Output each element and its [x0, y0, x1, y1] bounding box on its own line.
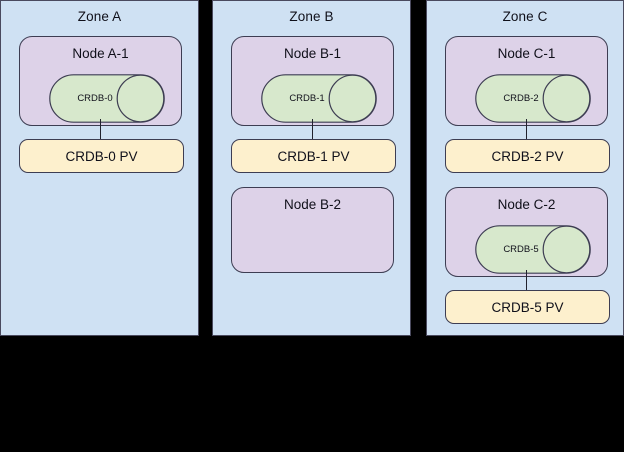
pv-label-crdb-5: CRDB-5 PV	[491, 299, 564, 315]
pv-label-crdb-0: CRDB-0 PV	[65, 148, 138, 164]
node-box-a-1[interactable]: Node A-1 CRDB-0	[19, 36, 182, 126]
node-box-b-2[interactable]: Node B-2	[231, 187, 394, 273]
zone-panel-a[interactable]: Zone A Node A-1 CRDB-0 CRDB-0 PV	[0, 0, 199, 336]
connector-node-c-1-to-pv	[526, 119, 527, 140]
database-cylinder-crdb-0[interactable]: CRDB-0	[49, 74, 165, 123]
connector-node-c-2-to-pv	[526, 270, 527, 291]
zone-title-b: Zone B	[289, 9, 334, 24]
zone-title-a: Zone A	[77, 9, 122, 24]
node-title-b-2: Node B-2	[283, 197, 342, 212]
node-title-a-1: Node A-1	[72, 46, 129, 61]
pv-box-crdb-2[interactable]: CRDB-2 PV	[445, 139, 610, 173]
database-cylinder-crdb-5[interactable]: CRDB-5	[475, 225, 591, 274]
pv-box-crdb-1[interactable]: CRDB-1 PV	[231, 139, 396, 173]
node-box-c-2[interactable]: Node C-2 CRDB-5	[445, 187, 608, 277]
zone-title-c: Zone C	[502, 9, 548, 24]
pv-box-crdb-5[interactable]: CRDB-5 PV	[445, 290, 610, 324]
zone-panel-c[interactable]: Zone C Node C-1 CRDB-2 CRDB-2 PV Node C-…	[426, 0, 624, 336]
node-box-c-1[interactable]: Node C-1 CRDB-2	[445, 36, 608, 126]
pv-box-crdb-0[interactable]: CRDB-0 PV	[19, 139, 184, 173]
pv-label-crdb-2: CRDB-2 PV	[491, 148, 564, 164]
connector-node-a-1-to-pv	[100, 119, 101, 140]
pv-label-crdb-1: CRDB-1 PV	[277, 148, 350, 164]
database-cylinder-crdb-1[interactable]: CRDB-1	[261, 74, 377, 123]
node-title-c-2: Node C-2	[497, 197, 556, 212]
node-title-b-1: Node B-1	[283, 46, 342, 61]
zone-panel-b[interactable]: Zone B Node B-1 CRDB-1 CRDB-1 PV Node B-…	[212, 0, 411, 336]
connector-node-b-1-to-pv	[312, 119, 313, 140]
database-cylinder-crdb-2[interactable]: CRDB-2	[475, 74, 591, 123]
node-title-c-1: Node C-1	[497, 46, 556, 61]
node-box-b-1[interactable]: Node B-1 CRDB-1	[231, 36, 394, 126]
